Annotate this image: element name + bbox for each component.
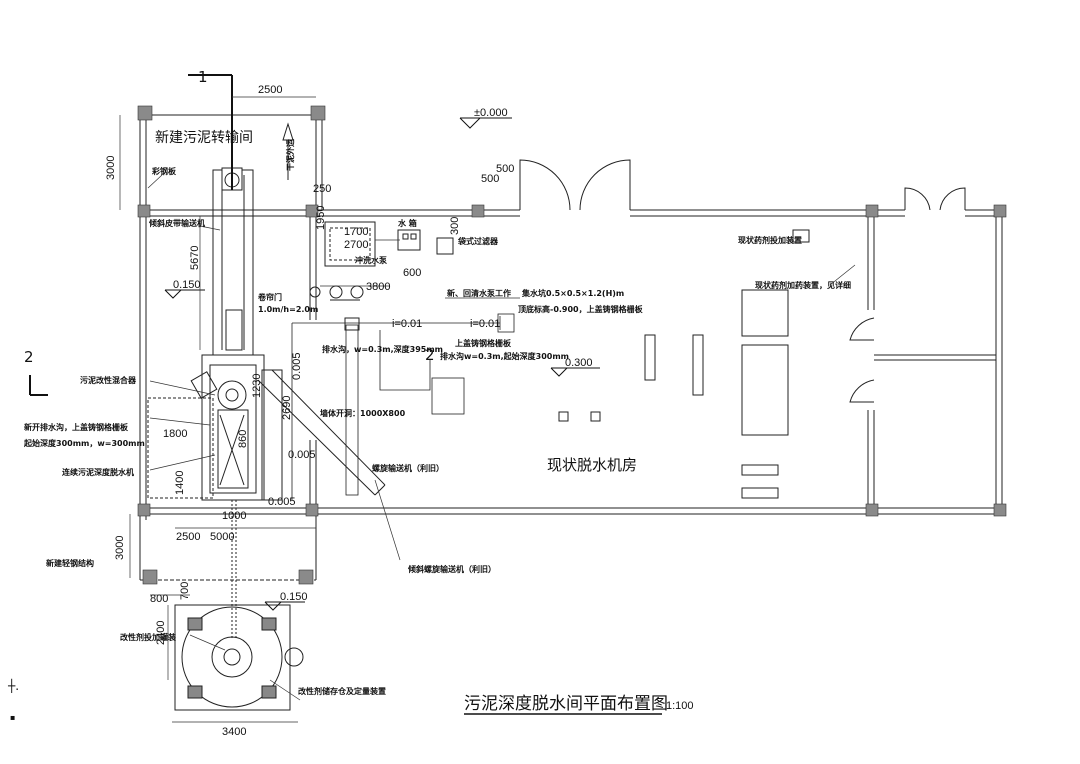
dim-2400: 2400 [155, 621, 167, 645]
dim-1800: 1800 [163, 428, 187, 440]
dim-3800: 3800 [366, 281, 390, 293]
dim-860: 860 [237, 430, 249, 448]
label-existing-dosing2: 现状药剂加药装置，见详细 [755, 280, 851, 290]
dim-600: 600 [403, 267, 421, 279]
dim-500b: 500 [481, 173, 499, 185]
label-new-trench: 新开排水沟，上盖铸钢格栅板 [24, 422, 129, 432]
flow-direction-text: 干泥外运 [285, 139, 295, 171]
label-drain-trench: 排水沟，w=0.3m,深度395mm [322, 344, 443, 354]
dim-300: 300 [449, 217, 461, 235]
label-incline-screw: 倾斜螺旋输送机（利旧） [407, 564, 496, 574]
building-walls [139, 114, 1005, 581]
dim-800: 800 [150, 593, 168, 605]
label-modifier-storage: 改性剂储存仓及定量装置 [298, 686, 386, 696]
dimension-lines [119, 96, 390, 723]
dim-2690: 2690 [281, 396, 293, 420]
section-mark-2-left: 2 [24, 348, 34, 366]
elevation-floor: ±0.000 [474, 107, 508, 119]
side-mark: ┼. [7, 678, 19, 693]
label-steel-structure: 新建轻钢结构 [46, 558, 94, 568]
label-collector-note2: 上盖铸钢格栅板 [455, 338, 512, 348]
dim-500: 500 [496, 163, 514, 175]
label-collector: 集水坑0.5×0.5×1.2(H)m [521, 288, 624, 298]
drawing-title: 污泥深度脱水间平面布置图 [464, 694, 668, 714]
label-sludge-mixer: 污泥改性混合器 [80, 375, 137, 385]
modifier-dosing-tank [174, 500, 304, 711]
dim-1950: 1950 [315, 206, 327, 230]
dim-0005b: 0.005 [268, 496, 296, 508]
room-names: 新建污泥转输间 现状脱水机房 干泥外运 [155, 130, 637, 474]
dim-2500-bottom: 2500 [176, 531, 200, 543]
dim-5670: 5670 [189, 246, 201, 270]
dim-1700: 1700 [344, 226, 368, 238]
label-drain-trench2: 排水沟w=0.3m,起始深度300mm [440, 351, 569, 361]
dim-1400: 1400 [174, 471, 186, 495]
label-modifier-tank: 改性剂投加罐装 [120, 632, 176, 642]
label-steel-plate: 彩钢板 [151, 166, 177, 176]
existing-equipment [558, 229, 810, 499]
label-flush-pump: 冲洗水泵 [355, 255, 387, 265]
dim-3400: 3400 [222, 726, 246, 738]
drawing-scale: 1:100 [666, 700, 694, 712]
slope-1: i=0.01 [392, 318, 422, 330]
label-existing-dosing: 现状药剂投加装置 [738, 235, 802, 245]
drawing-title-block: 污泥深度脱水间平面布置图 1:100 [464, 694, 694, 715]
dimension-texts: 2500 3000 5670 250 1700 2700 500 500 300… [105, 84, 514, 738]
dim-3000-bottom: 3000 [114, 536, 126, 560]
label-door-size: 1.0m/h=2.0m [258, 305, 318, 314]
slope-2: i=0.01 [470, 318, 500, 330]
section-markers [29, 74, 233, 396]
label-new-water: 新、回清水泵工作 [447, 288, 511, 298]
dim-250: 250 [313, 183, 331, 195]
elevation-symbols [164, 117, 600, 611]
section-mark-2-mid: 2 [425, 346, 435, 364]
dim-2700: 2700 [344, 239, 368, 251]
elevation-mid: 0.300 [565, 357, 593, 369]
flow-arrow [282, 122, 294, 180]
dim-1230: 1230 [251, 374, 263, 398]
leader-lines [147, 174, 856, 701]
label-new-trench-depth: 起始深度300mm，w=300mm [23, 438, 145, 448]
label-dewater-machine: 连续污泥深度脱水机 [62, 467, 134, 477]
equipment-labels: 彩钢板 倾斜皮带输送机 卷帘门 1.0m/h=2.0m 水 箱 冲洗水泵 袋式过… [23, 166, 851, 696]
elevation-texts: ±0.000 0.150 0.300 0.150 [173, 107, 593, 603]
structural-columns [137, 105, 1007, 585]
dim-5000: 5000 [210, 531, 234, 543]
dim-2500-top: 2500 [258, 84, 282, 96]
dim-1000: 1000 [222, 510, 246, 522]
room-new-transfer: 新建污泥转输间 [155, 130, 253, 146]
elevation-left: 0.150 [173, 279, 201, 291]
screw-conveyor [257, 369, 386, 496]
elevation-tank: 0.150 [280, 591, 308, 603]
side-dot: ▪ [10, 713, 15, 722]
drain-trenches [291, 313, 515, 500]
dewatering-machine [147, 354, 283, 501]
label-collector-note1: 顶底标高-0.900，上盖铸钢格栅板 [518, 304, 644, 314]
doors [519, 159, 966, 403]
label-screw-conveyor: 螺旋输送机（利旧） [372, 463, 444, 473]
dim-3000-left: 3000 [105, 156, 117, 180]
label-reserve-hole: 墙体开洞：1000X800 [320, 408, 406, 418]
section-mark-1: 1 [198, 68, 208, 86]
dim-0005c: 0.005 [288, 449, 316, 461]
section-mark-texts: 1 2 2 [24, 68, 435, 366]
label-rolling-door: 卷帘门 [257, 292, 282, 302]
label-bag-filter: 袋式过滤器 [457, 236, 499, 246]
side-marks: ┼. ▪ [7, 678, 19, 722]
room-existing-dewatering: 现状脱水机房 [547, 456, 637, 474]
water-tank-pumps [309, 221, 454, 331]
label-inclined-belt: 倾斜皮带输送机 [148, 218, 205, 228]
inclined-belt-conveyor [212, 167, 254, 356]
label-water-tank: 水 箱 [397, 218, 417, 228]
dim-700: 700 [179, 582, 191, 600]
dim-0005a: 0.005 [291, 352, 303, 380]
